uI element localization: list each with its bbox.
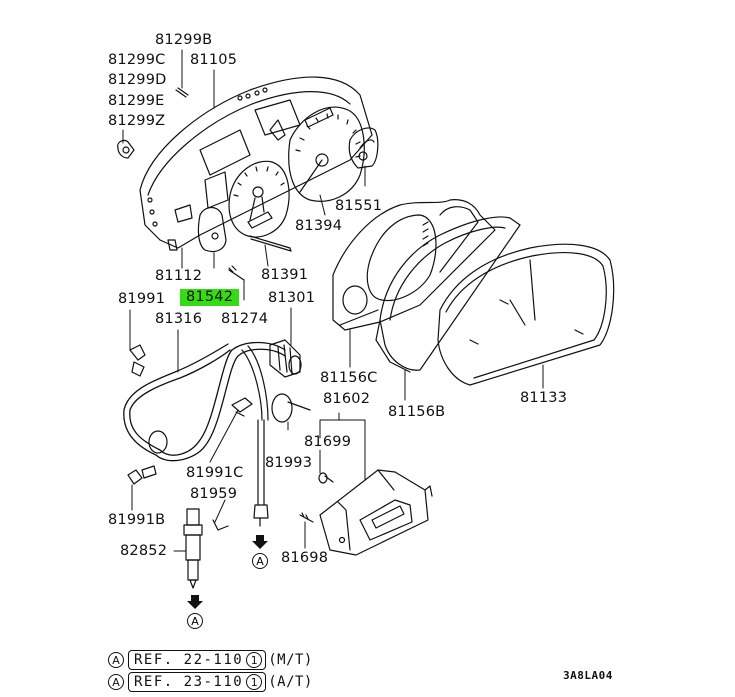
- arrow-down-icon: [187, 595, 203, 609]
- label-81391: 81391: [261, 267, 309, 283]
- clip-81991b: [127, 465, 157, 485]
- label-81991: 81991: [118, 291, 166, 307]
- speed-sensor-82852: [183, 508, 203, 589]
- label-81991c: 81991C: [186, 465, 244, 481]
- bulb-81299z: [117, 139, 135, 159]
- label-81299e: 81299E: [108, 93, 165, 109]
- band-81993: [271, 393, 311, 423]
- label-81602: 81602: [323, 391, 371, 407]
- screw-81698: [299, 512, 314, 523]
- label-81274: 81274: [221, 311, 269, 327]
- label-81133: 81133: [520, 390, 568, 406]
- small-gauge-81551: [348, 127, 379, 169]
- label-81542-highlighted[interactable]: 81542: [180, 289, 240, 306]
- clip-81299b: [175, 87, 189, 98]
- reference-marker: A: [108, 652, 124, 668]
- label-81105: 81105: [190, 52, 238, 68]
- transmission-type: (A/T): [268, 674, 313, 690]
- connector-81301: [269, 339, 302, 378]
- reference-row: A REF. 22-110 1 (M/T): [108, 650, 313, 670]
- label-81993: 81993: [265, 455, 313, 471]
- label-81551: 81551: [335, 198, 383, 214]
- clip-81991c: [231, 397, 253, 417]
- label-82852: 82852: [120, 543, 168, 559]
- arrow-down-icon: [252, 535, 268, 549]
- reference-marker: A: [108, 674, 124, 690]
- diagram-code: 3A8LA04: [563, 669, 613, 682]
- connector-marker-a: A: [252, 553, 268, 569]
- label-81301: 81301: [268, 290, 316, 306]
- fuel-gauge-81112: [197, 206, 227, 253]
- connector-marker-a: A: [187, 613, 203, 629]
- speedometer-cable-81316: [123, 341, 286, 527]
- wire-81959: [212, 519, 229, 531]
- label-81991b: 81991B: [108, 512, 166, 528]
- label-81959: 81959: [190, 486, 238, 502]
- speedometer: [228, 160, 292, 252]
- transmission-type: (M/T): [268, 652, 313, 668]
- lens-81133: [437, 243, 615, 386]
- label-81299d: 81299D: [108, 72, 167, 88]
- label-81698: 81698: [281, 550, 329, 566]
- reference-link[interactable]: REF. 22-110 1: [128, 650, 267, 670]
- reference-link[interactable]: REF. 23-110 1: [128, 672, 267, 692]
- label-81394: 81394: [295, 218, 343, 234]
- leader-lines: [122, 49, 544, 552]
- panel-81156c: [332, 199, 496, 331]
- reference-text: REF. 23-110: [134, 674, 244, 690]
- arrows: [187, 535, 268, 609]
- lens-81156b: [375, 216, 521, 373]
- meter-unit-81602: [319, 469, 433, 556]
- label-81299z: 81299Z: [108, 113, 166, 129]
- clip-81991: [129, 344, 146, 377]
- label-81316: 81316: [155, 311, 203, 327]
- reference-circled-number: 1: [246, 652, 263, 668]
- label-81299c: 81299C: [108, 52, 166, 68]
- reference-row: A REF. 23-110 1 (A/T): [108, 672, 313, 692]
- reference-circled-number: 1: [246, 674, 263, 690]
- label-81699: 81699: [304, 434, 352, 450]
- screw-81542: [228, 265, 245, 281]
- tachometer: [288, 106, 365, 202]
- label-81156b: 81156B: [388, 404, 446, 420]
- label-81112: 81112: [155, 268, 203, 284]
- label-81156c: 81156C: [320, 370, 378, 386]
- screw-81699: [318, 472, 334, 484]
- label-81299b: 81299B: [155, 32, 213, 48]
- reference-text: REF. 22-110: [134, 652, 244, 668]
